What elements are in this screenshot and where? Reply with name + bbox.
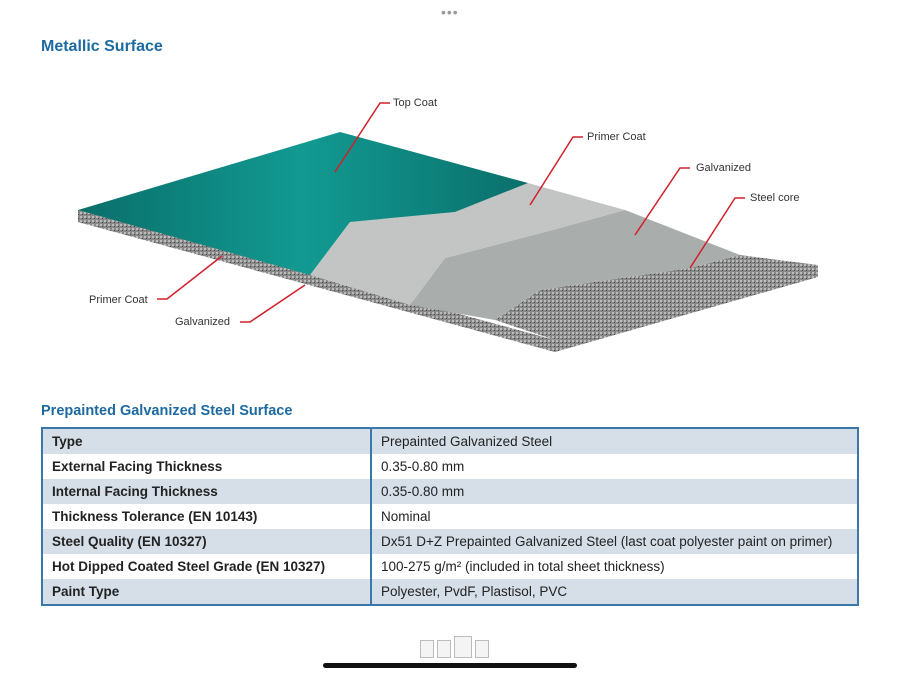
table-row: External Facing Thickness 0.35-0.80 mm (42, 454, 858, 479)
row-key: Paint Type (42, 579, 372, 605)
row-value: 100-275 g/m² (included in total sheet th… (381, 559, 665, 574)
table-row: Thickness Tolerance (EN 10143) Nominal (42, 504, 858, 529)
page-title: Metallic Surface (41, 38, 163, 55)
page-thumbnail-current[interactable] (454, 636, 472, 658)
steel-core-layer (495, 255, 818, 340)
row-key: Type (42, 428, 372, 454)
page-thumbnail[interactable] (437, 640, 451, 658)
row-value: 0.35-0.80 mm (381, 459, 465, 474)
page-thumbnail[interactable] (475, 640, 489, 658)
label-top-coat: Top Coat (393, 97, 438, 109)
layer-diagram (78, 102, 818, 352)
row-key: Steel Quality (EN 10327) (42, 529, 372, 554)
page-thumbnails (420, 636, 489, 658)
row-key: Internal Facing Thickness (42, 479, 372, 504)
callout-arrows (157, 102, 745, 323)
label-primer-coat: Primer Coat (587, 131, 646, 143)
row-value: Prepainted Galvanized Steel (371, 428, 858, 454)
label-primer-coat-left: Primer Coat (89, 294, 148, 306)
row-key: Thickness Tolerance (EN 10143) (42, 504, 372, 529)
section-title: Prepainted Galvanized Steel Surface (41, 403, 293, 419)
row-value: 0.35-0.80 mm (371, 479, 858, 504)
row-value: Nominal (381, 509, 431, 524)
more-options-icon[interactable]: ••• (441, 4, 459, 20)
galvanized-layer (410, 210, 740, 320)
label-galvanized: Galvanized (696, 162, 752, 174)
row-value: Polyester, PvdF, Plastisol, PVC (371, 579, 858, 605)
label-galvanized-left: Galvanized (175, 316, 231, 328)
label-steel-core: Steel core (750, 192, 800, 204)
top-coat-layer (78, 132, 528, 275)
primer-coat-layer (310, 183, 625, 305)
table-row: Hot Dipped Coated Steel Grade (EN 10327)… (42, 554, 858, 579)
home-indicator[interactable] (323, 663, 577, 668)
row-key: External Facing Thickness (42, 454, 372, 479)
row-value: Dx51 D+Z Prepainted Galvanized Steel (la… (371, 529, 858, 554)
slab-right-edge (555, 265, 818, 352)
table-row: Steel Quality (EN 10327)Dx51 D+Z Prepain… (42, 529, 858, 554)
page-thumbnail[interactable] (420, 640, 434, 658)
row-key: Hot Dipped Coated Steel Grade (EN 10327) (42, 554, 372, 579)
slab-front-edge (78, 210, 555, 352)
